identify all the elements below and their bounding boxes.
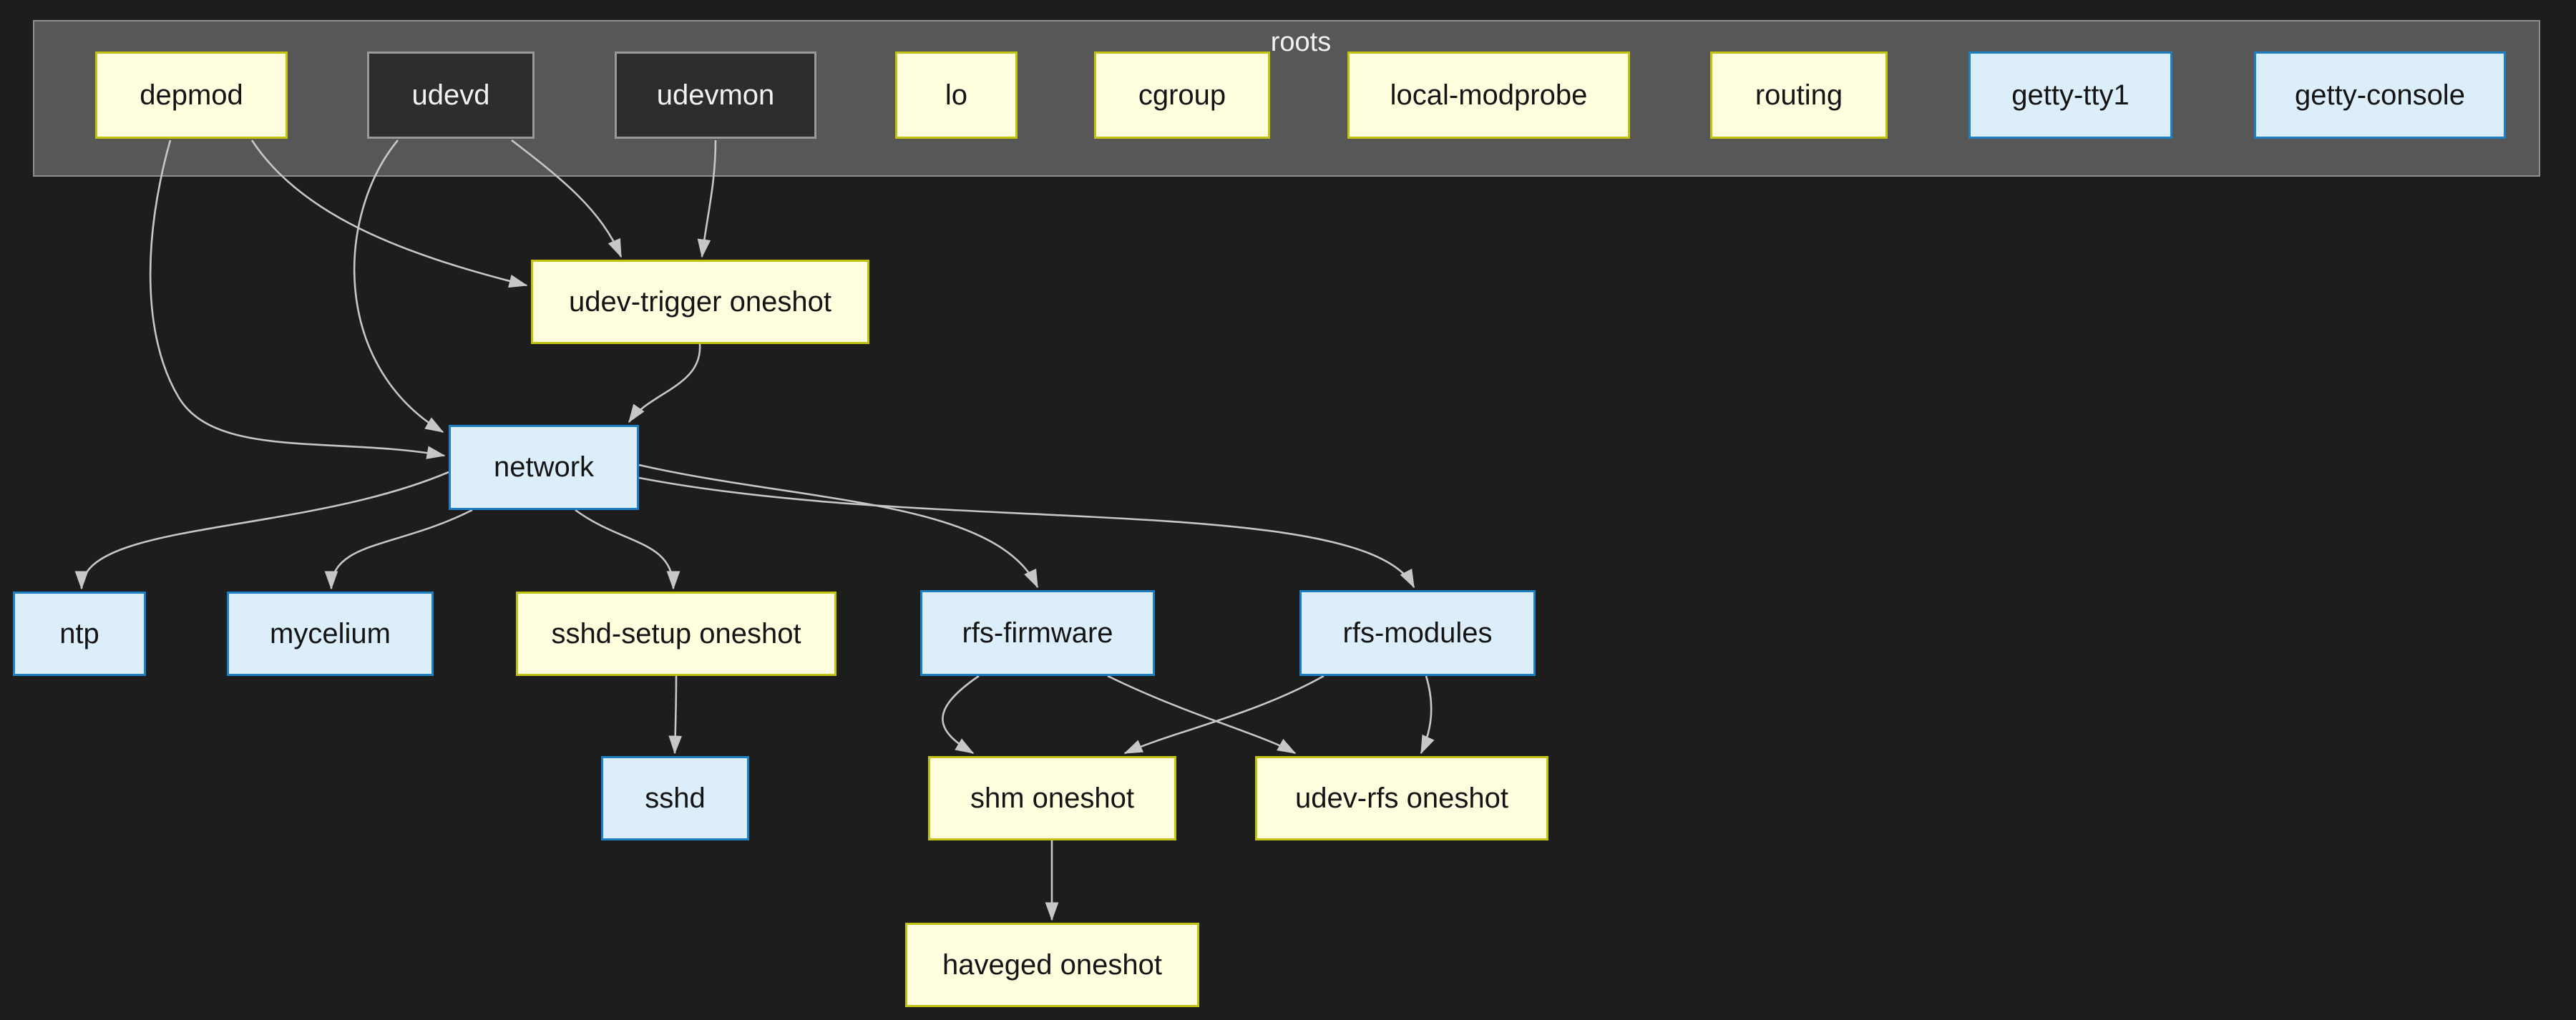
node-label-udevmon: udevmon: [656, 79, 775, 111]
node-label-lo: lo: [945, 79, 968, 111]
node-label-rfs-modules: rfs-modules: [1342, 617, 1493, 649]
edge-rfs-modules-shm: [1123, 675, 1324, 755]
node-rfs-firmware: rfs-firmware: [920, 590, 1155, 676]
node-network: network: [449, 425, 639, 510]
edge-network-sshd-setup: [575, 509, 680, 590]
edge-rfs-firmware-shm: [942, 675, 980, 755]
node-routing: routing: [1710, 52, 1888, 139]
node-label-local-modprobe: local-modprobe: [1390, 79, 1588, 111]
node-label-getty-console: getty-console: [2295, 79, 2465, 111]
edge-udev-trigger-network: [628, 343, 701, 423]
edge-depmod-udev-trigger: [250, 139, 528, 288]
node-sshd-setup: sshd-setup oneshot: [516, 592, 836, 676]
node-label-depmod: depmod: [140, 79, 243, 111]
node-label-udev-rfs: udev-rfs oneshot: [1295, 782, 1508, 814]
edge-rfs-modules-udev-rfs: [1420, 675, 1435, 755]
node-lo: lo: [895, 52, 1018, 139]
edge-sshd-setup-sshd: [668, 675, 683, 755]
node-label-network: network: [493, 451, 595, 483]
node-ntp: ntp: [13, 592, 146, 676]
edge-network-rfs-modules: [638, 476, 1415, 589]
edge-udevd-network: [353, 139, 444, 433]
node-label-cgroup: cgroup: [1138, 79, 1226, 111]
node-label-sshd-setup: sshd-setup oneshot: [551, 617, 801, 649]
edge-rfs-firmware-udev-rfs: [1107, 675, 1297, 755]
node-rfs-modules: rfs-modules: [1299, 590, 1536, 676]
node-udev-rfs: udev-rfs oneshot: [1255, 756, 1548, 840]
node-label-getty-tty1: getty-tty1: [2011, 79, 2129, 111]
node-label-udevd: udevd: [411, 79, 490, 111]
node-local-modprobe: local-modprobe: [1347, 52, 1630, 139]
node-label-udev-trigger: udev-trigger oneshot: [569, 285, 831, 318]
node-cgroup: cgroup: [1094, 52, 1270, 139]
node-udev-trigger: udev-trigger oneshot: [531, 260, 869, 344]
edge-depmod-network: [149, 139, 446, 459]
edge-network-mycelium: [324, 509, 473, 590]
node-label-haveged: haveged oneshot: [942, 948, 1162, 981]
node-label-ntp: ntp: [59, 617, 99, 649]
node-mycelium: mycelium: [227, 592, 434, 676]
node-label-shm: shm oneshot: [970, 782, 1135, 814]
node-label-rfs-firmware: rfs-firmware: [962, 617, 1113, 649]
node-getty-tty1: getty-tty1: [1968, 52, 2172, 139]
node-udevmon: udevmon: [615, 52, 816, 139]
node-label-routing: routing: [1755, 79, 1843, 111]
edge-network-rfs-firmware: [638, 464, 1039, 589]
node-shm: shm oneshot: [928, 756, 1176, 840]
node-haveged: haveged oneshot: [905, 923, 1199, 1007]
edge-udevd-udev-trigger: [511, 139, 623, 258]
node-label-mycelium: mycelium: [270, 617, 391, 649]
node-sshd: sshd: [601, 756, 749, 840]
node-getty-console: getty-console: [2254, 52, 2506, 139]
edge-network-ntp: [74, 471, 449, 590]
edge-udevmon-udev-trigger: [697, 139, 717, 258]
node-label-sshd: sshd: [645, 782, 706, 814]
node-udevd: udevd: [367, 52, 535, 139]
node-depmod: depmod: [95, 52, 288, 139]
cluster-roots-label: roots: [1270, 27, 1332, 57]
